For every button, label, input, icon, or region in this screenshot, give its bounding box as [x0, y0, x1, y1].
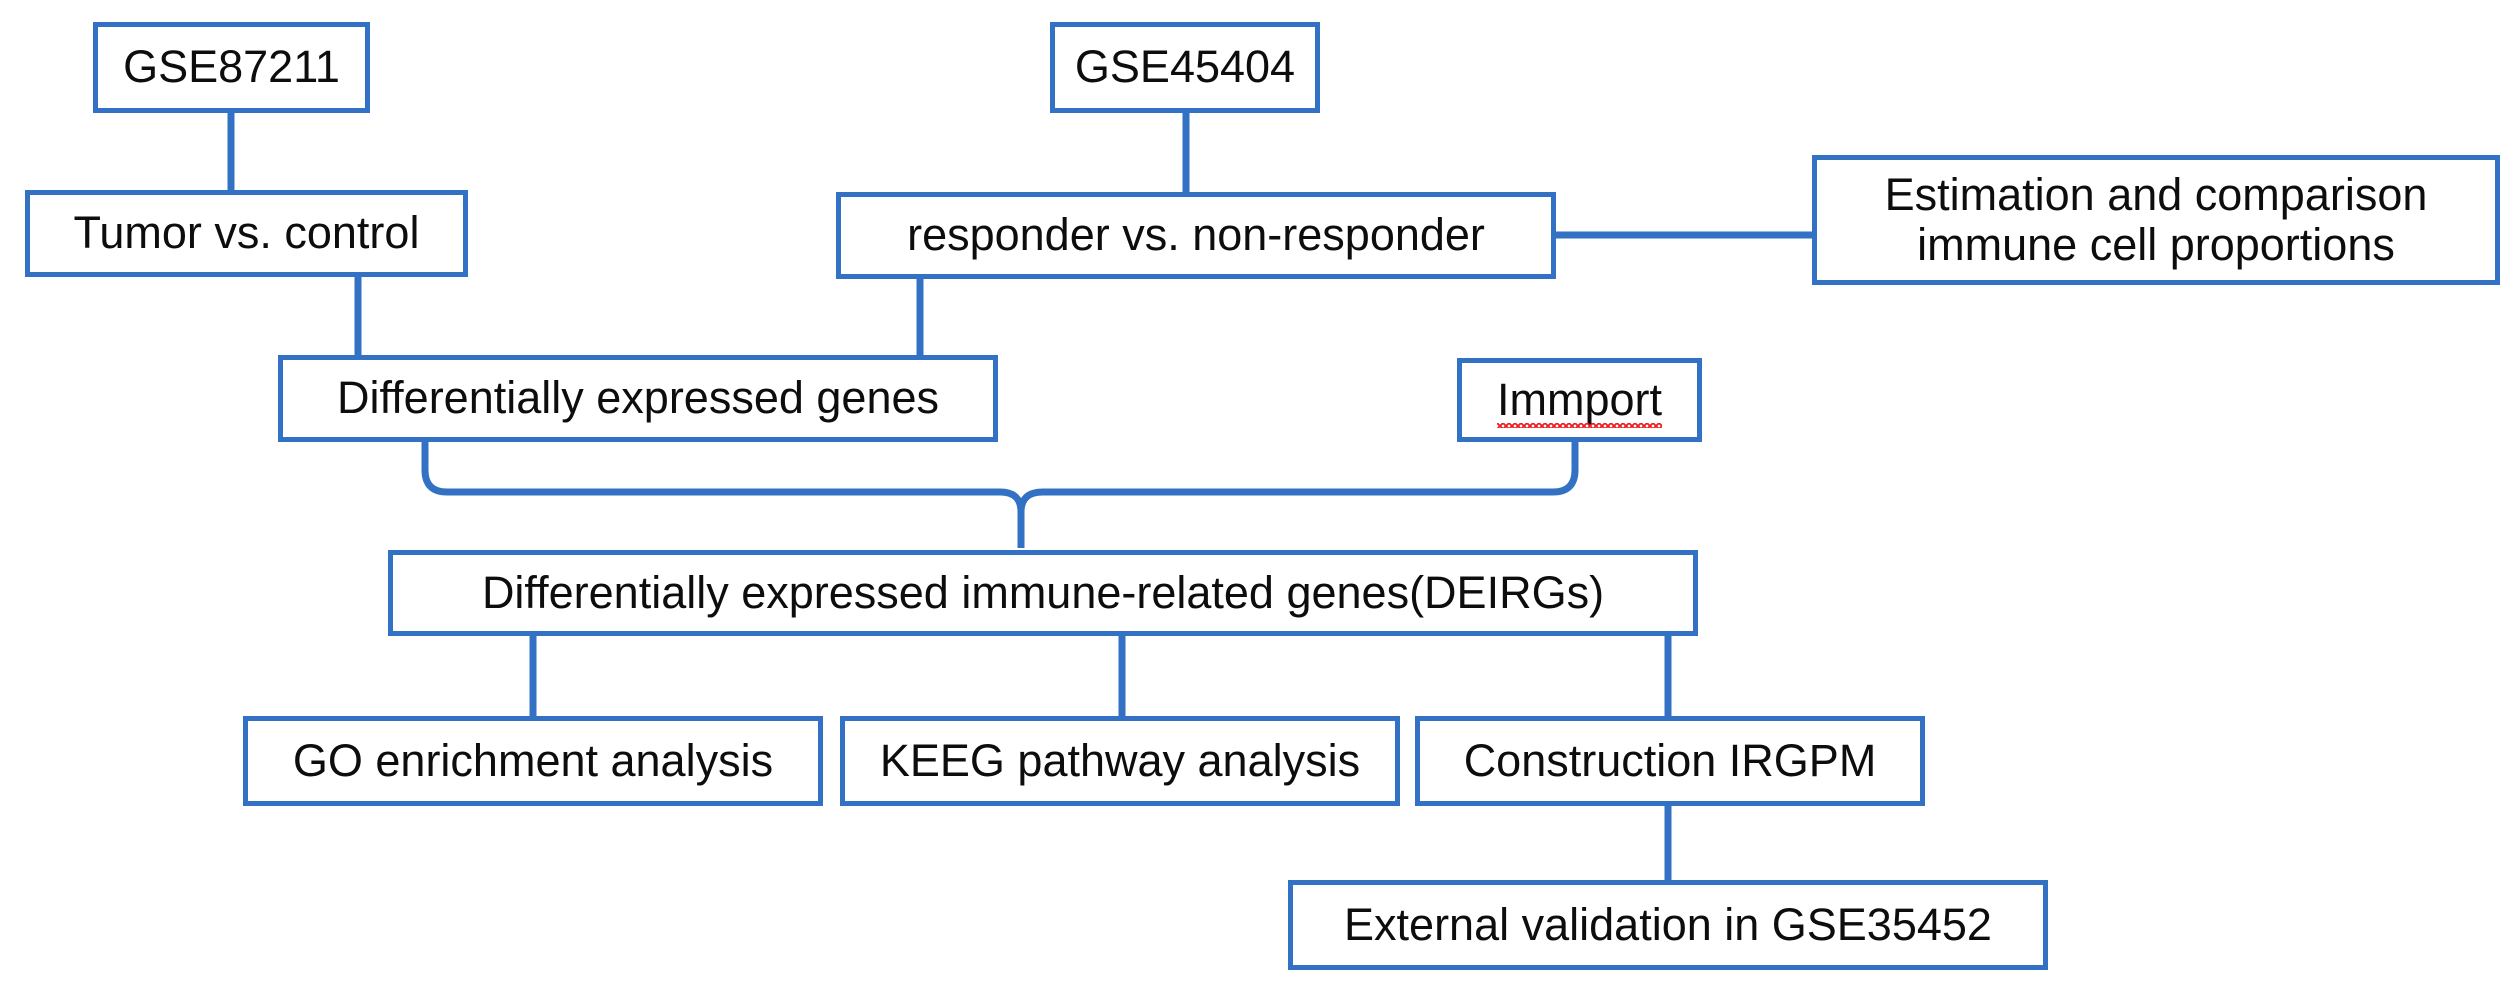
- node-gse45404-label: GSE45404: [1074, 41, 1296, 93]
- node-immport-label: Immport: [1496, 373, 1663, 429]
- node-gse45404[interactable]: GSE45404: [1050, 22, 1320, 113]
- node-go-enrichment-analysis[interactable]: GO enrichment analysis: [243, 716, 823, 806]
- node-keeg-pathway-analysis[interactable]: KEEG pathway analysis: [840, 716, 1400, 806]
- node-keeg-pathway-analysis-label: KEEG pathway analysis: [879, 734, 1361, 786]
- node-gse87211[interactable]: GSE87211: [93, 22, 370, 113]
- node-construction-irgpm-label: Construction IRGPM: [1463, 734, 1877, 786]
- edge-brace-merge-to-deirgs: [421, 442, 1579, 548]
- node-deirgs[interactable]: Differentially expressed immune-related …: [388, 550, 1698, 636]
- node-construction-irgpm[interactable]: Construction IRGPM: [1415, 716, 1925, 806]
- node-external-validation-label: External validation in GSE35452: [1344, 898, 1992, 950]
- node-deirgs-label: Differentially expressed immune-related …: [481, 566, 1605, 618]
- node-differentially-expressed-genes-label: Differentially expressed genes: [336, 372, 939, 424]
- node-differentially-expressed-genes[interactable]: Differentially expressed genes: [278, 355, 998, 442]
- node-tumor-vs-control-label: Tumor vs. control: [73, 207, 420, 259]
- node-external-validation[interactable]: External validation in GSE35452: [1288, 880, 2048, 970]
- node-responder-vs-non-responder-label: responder vs. non-responder: [907, 209, 1485, 261]
- node-immport[interactable]: Immport: [1457, 358, 1702, 442]
- node-estimation-immune-cell-proportions[interactable]: Estimation and comparison immune cell pr…: [1812, 155, 2500, 285]
- node-responder-vs-non-responder[interactable]: responder vs. non-responder: [836, 192, 1556, 279]
- node-estimation-immune-cell-proportions-label: Estimation and comparison immune cell pr…: [1884, 168, 2428, 270]
- node-gse87211-label: GSE87211: [123, 41, 340, 93]
- node-tumor-vs-control[interactable]: Tumor vs. control: [25, 190, 468, 277]
- node-go-enrichment-analysis-label: GO enrichment analysis: [292, 734, 774, 786]
